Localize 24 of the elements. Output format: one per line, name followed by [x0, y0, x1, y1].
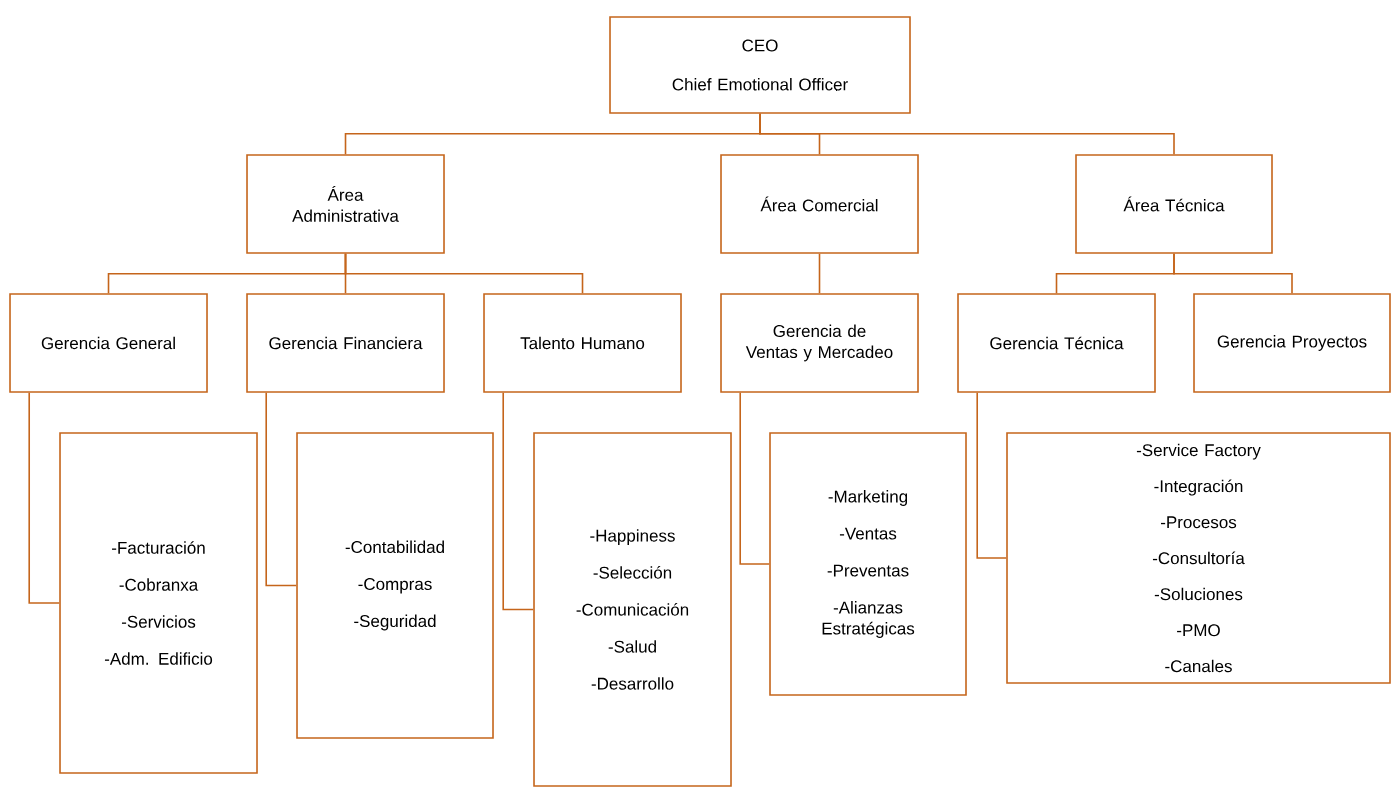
org-box: Gerencia Técnica — [957, 293, 1156, 393]
org-box: Área Técnica — [1075, 154, 1273, 254]
connector — [502, 392, 534, 611]
connector — [759, 113, 1175, 155]
connector — [28, 392, 60, 604]
org-box: Área Administrativa — [246, 154, 445, 254]
connector — [976, 392, 1007, 559]
connector — [265, 392, 297, 587]
list-box: -Happiness -Selección -Comunicación -Salud -Desarrollo — [533, 432, 732, 787]
list-box: -Marketing -Ventas -Preventas -Alianzas Estratégicas — [769, 432, 967, 696]
org-box: Talento Humano — [483, 293, 682, 393]
connector — [739, 392, 770, 565]
connector — [818, 253, 821, 294]
org-box: Gerencia Proyectos — [1193, 293, 1391, 393]
list-box: -Contabilidad -Compras -Seguridad — [296, 432, 494, 739]
connector — [1173, 253, 1293, 294]
list-box: -Service Factory -Integración -Procesos -Consultoría -Soluciones -PMO -Canales — [1006, 432, 1391, 684]
org-box: Gerencia General — [9, 293, 208, 393]
org-box: Gerencia Financiera — [246, 293, 445, 393]
org-box: CEO Chief Emotional Officer — [609, 16, 911, 114]
org-box: Área Comercial — [720, 154, 919, 254]
org-box: Gerencia de Ventas y Mercadeo — [720, 293, 919, 393]
list-box: -Facturación -Cobranxa -Servicios -Adm. Edificio — [59, 432, 258, 774]
connector — [344, 253, 584, 294]
